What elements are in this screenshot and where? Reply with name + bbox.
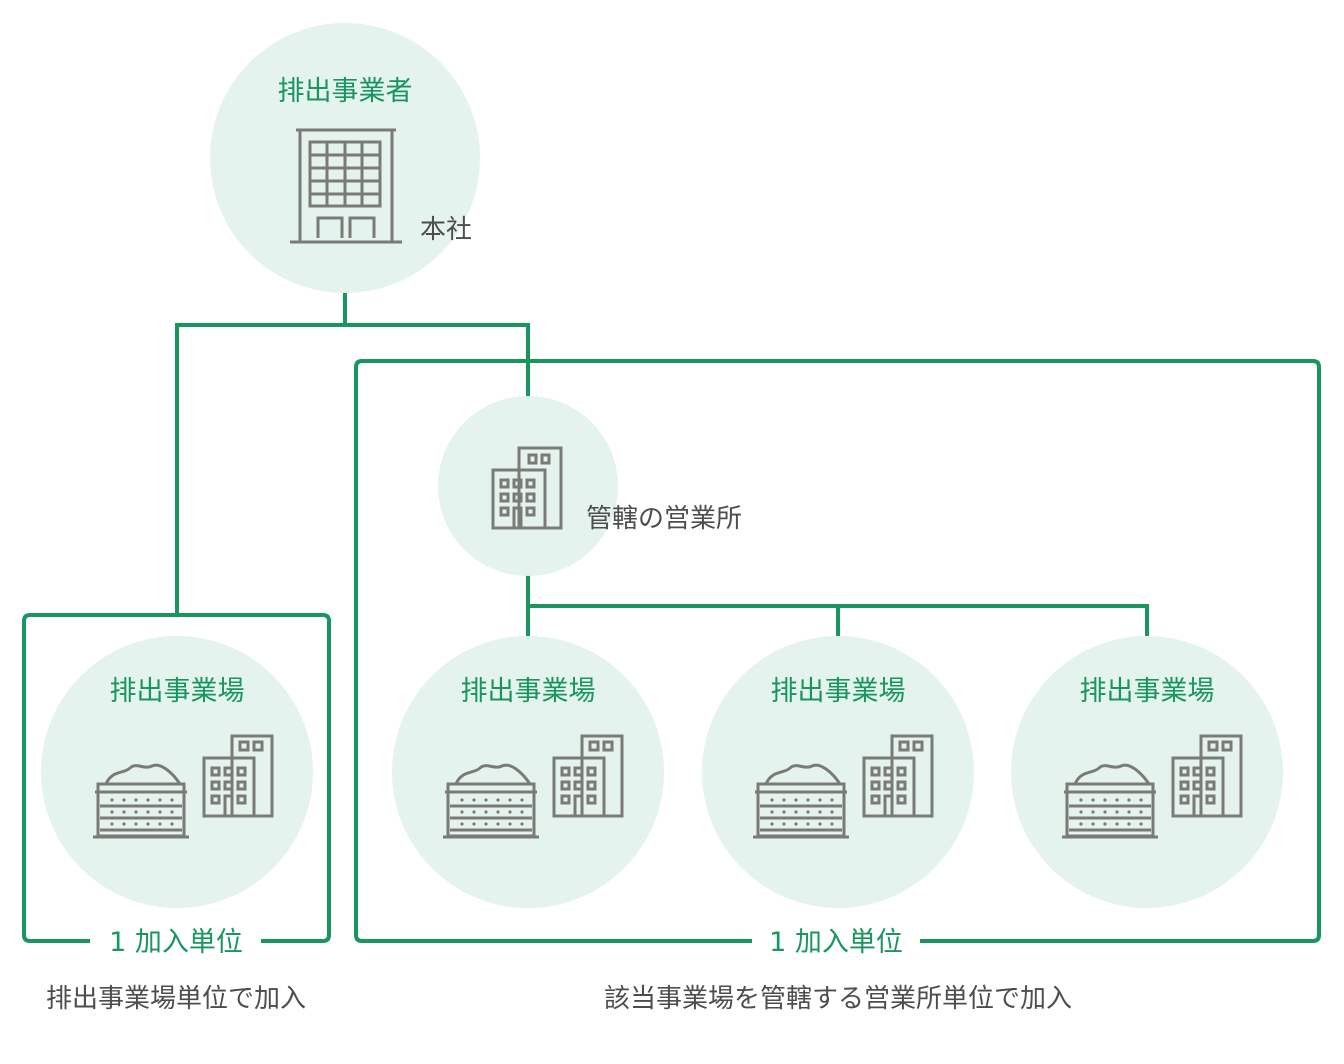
right-unit-label: 1 加入単位 xyxy=(769,927,903,958)
left-unit-frame xyxy=(22,613,331,943)
connector-lines xyxy=(175,292,1149,638)
right-unit-frame xyxy=(354,359,1321,943)
branch-office-building-icon xyxy=(491,446,563,530)
root-node: 排出事業者 本社 xyxy=(210,23,480,293)
site-title: 排出事業場 xyxy=(110,676,245,707)
site-title: 排出事業場 xyxy=(1080,676,1215,707)
root-title: 排出事業者 xyxy=(278,76,413,107)
site-node-3: 排出事業場 xyxy=(702,636,974,908)
headquarters-building-icon xyxy=(290,128,402,244)
site-title: 排出事業場 xyxy=(461,676,596,707)
left-unit-label: 1 加入単位 xyxy=(109,927,243,958)
site-node-1: 排出事業場 xyxy=(41,636,313,908)
headquarters-label: 本社 xyxy=(420,215,472,245)
branch-label: 管轄の営業所 xyxy=(586,504,742,534)
right-caption: 該当事業場を管轄する営業所単位で加入 xyxy=(604,984,1072,1014)
site-node-2: 排出事業場 xyxy=(392,636,664,908)
left-caption: 排出事業場単位で加入 xyxy=(46,984,306,1014)
site-node-4: 排出事業場 xyxy=(1011,636,1283,908)
site-title: 排出事業場 xyxy=(771,676,906,707)
branch-node: 管轄の営業所 xyxy=(438,396,742,576)
